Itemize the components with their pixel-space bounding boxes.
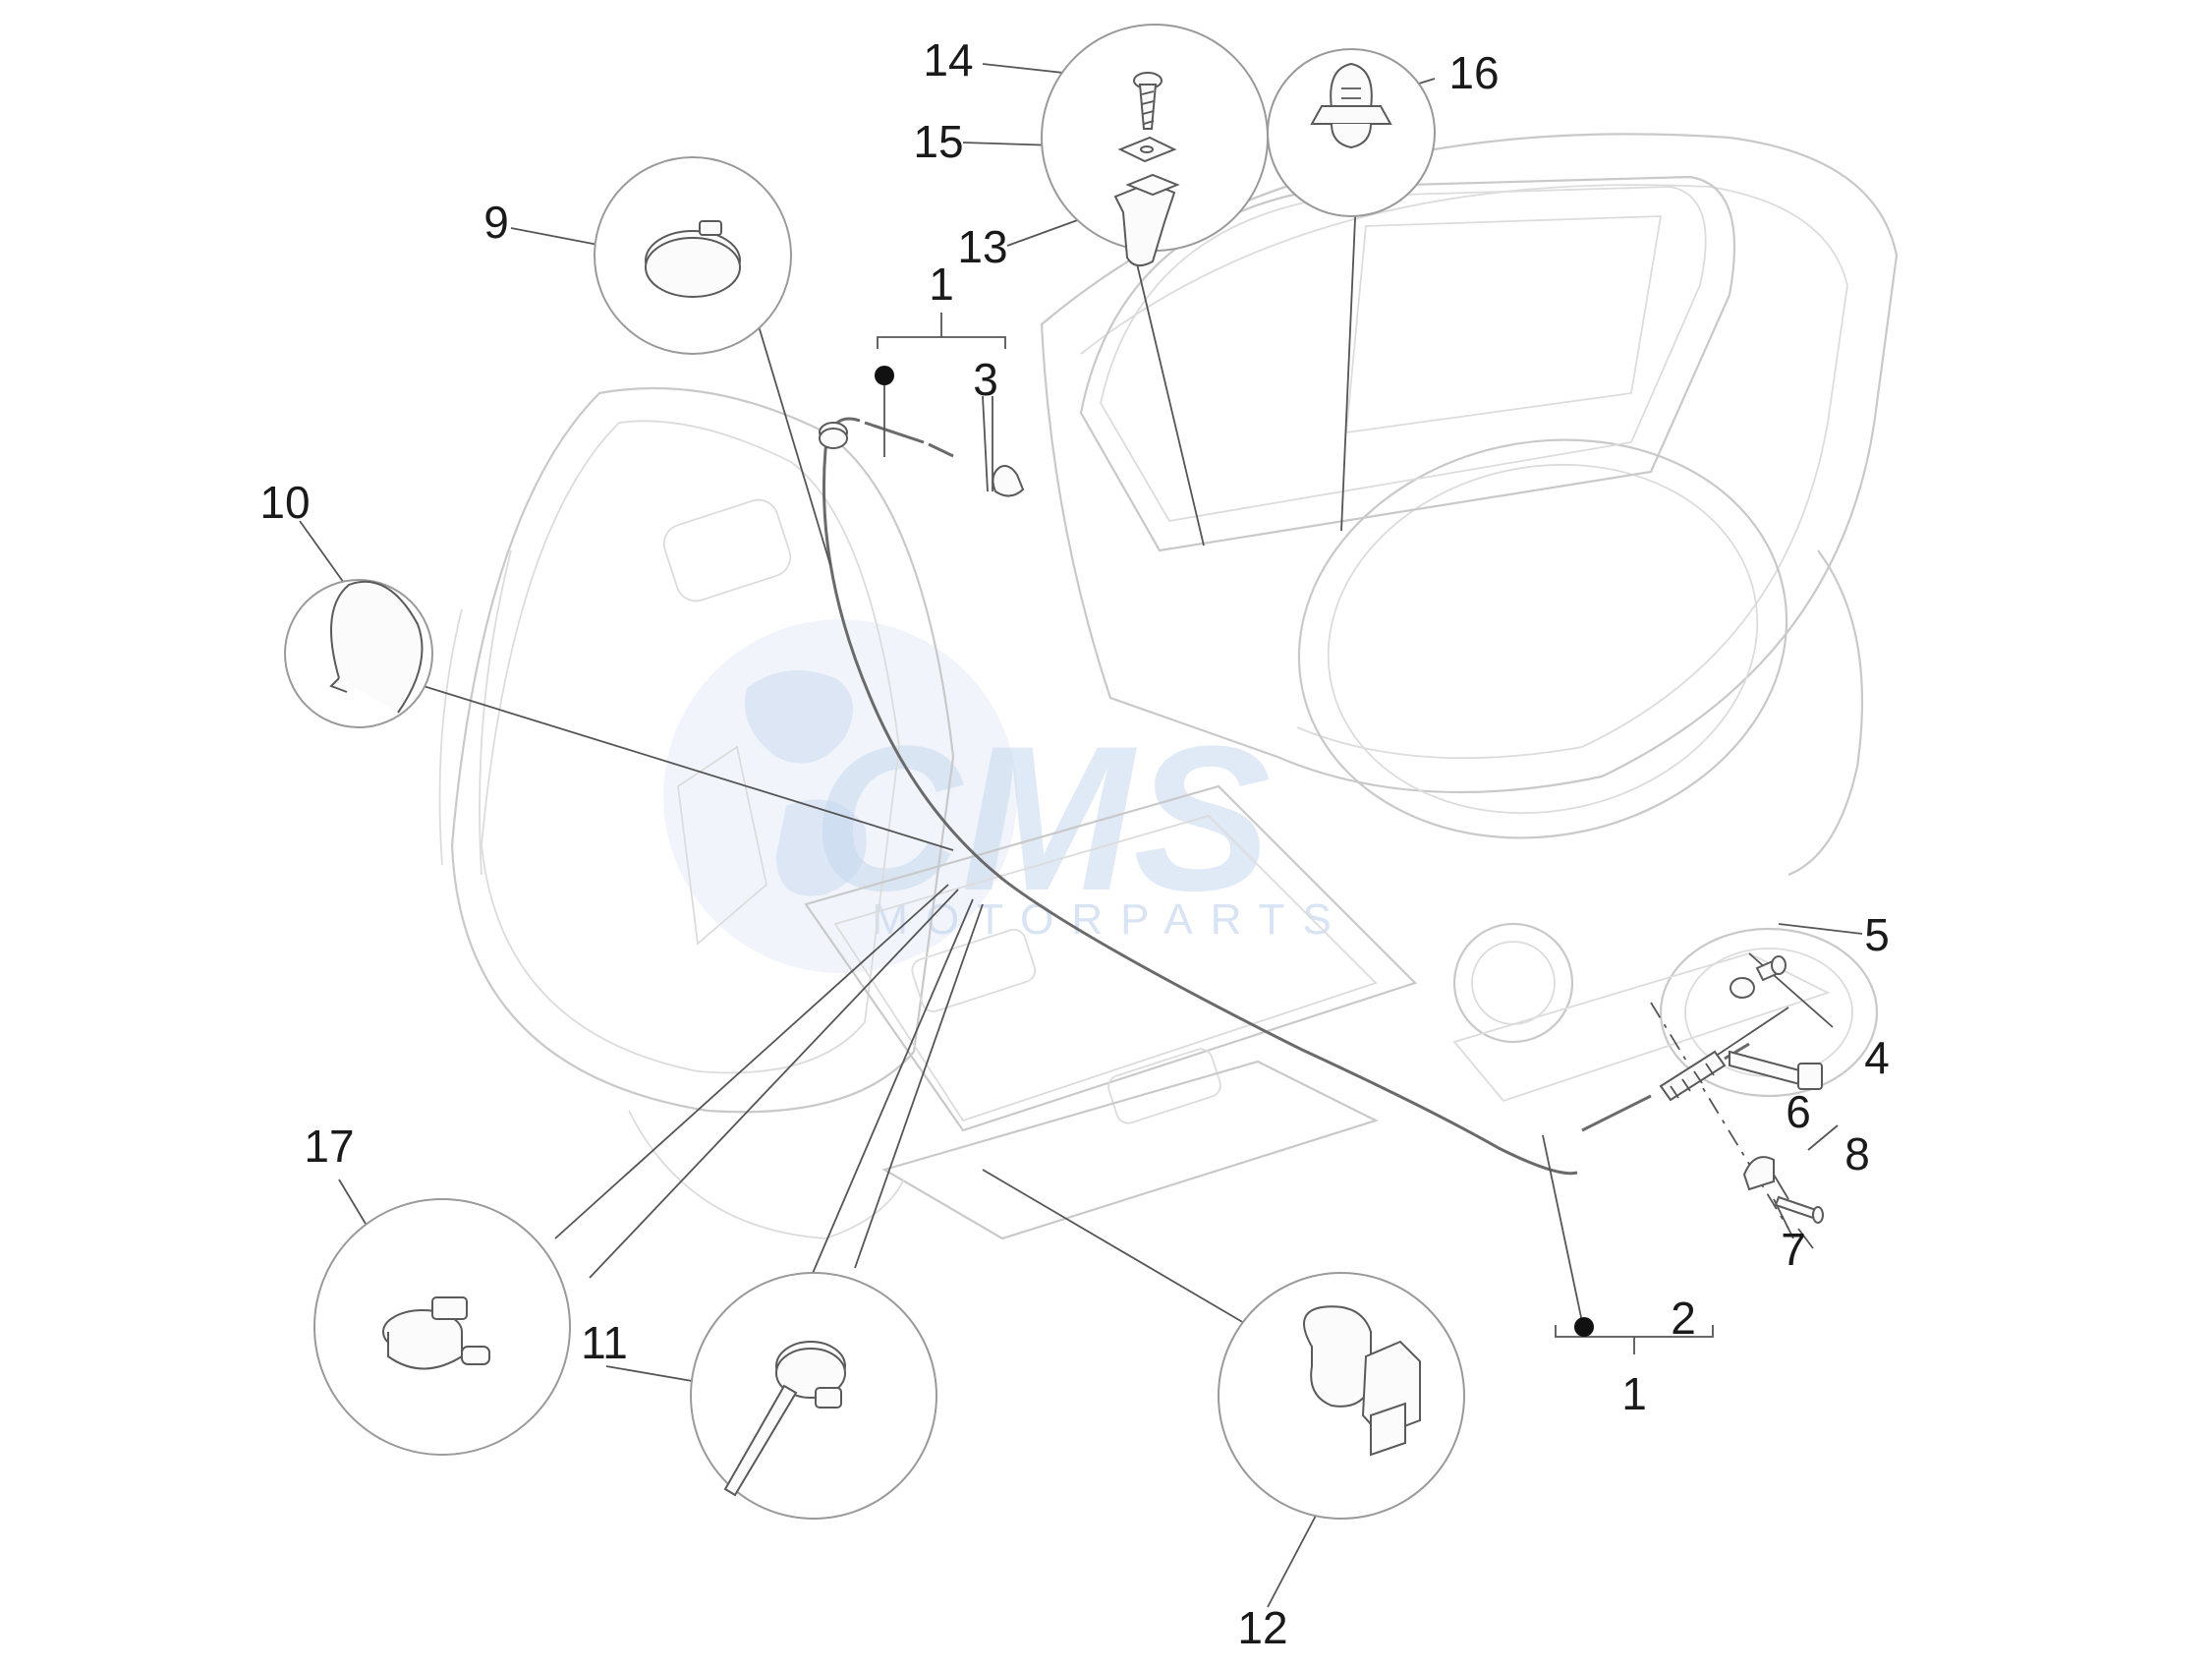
watermark-continents	[745, 670, 867, 896]
label-part-2: 2	[1671, 1293, 1696, 1344]
watermark-brand: CMS	[813, 703, 1272, 934]
label-part-5: 5	[1864, 909, 1890, 960]
label-part-1-bottom: 1	[1621, 1368, 1647, 1419]
label-part-17: 17	[304, 1121, 354, 1172]
label-part-13: 13	[957, 221, 1007, 272]
callout-circle-12	[1218, 1272, 1465, 1520]
label-part-16: 16	[1448, 47, 1499, 98]
loose-parts	[819, 422, 1824, 1224]
part-1-bracket-bottom	[1555, 1317, 1714, 1354]
label-part-7: 7	[1781, 1224, 1806, 1275]
label-part-4: 4	[1864, 1032, 1890, 1083]
watermark: CMS MOTORPARTS	[663, 619, 1349, 973]
label-part-10: 10	[259, 477, 310, 528]
callout-circle-16	[1267, 48, 1436, 217]
label-part-14: 14	[923, 34, 973, 86]
callout-circle-11	[690, 1272, 937, 1520]
callout-circle-9	[594, 156, 792, 355]
label-part-15: 15	[913, 116, 963, 167]
part-1-bracket-top	[875, 313, 1006, 457]
label-part-11: 11	[581, 1317, 628, 1368]
label-part-12: 12	[1237, 1602, 1287, 1653]
label-part-9: 9	[483, 197, 509, 248]
callout-circle-10	[284, 579, 433, 728]
callout-circle-17	[313, 1198, 571, 1456]
label-part-8: 8	[1844, 1128, 1870, 1179]
label-part-1-top: 1	[929, 259, 954, 310]
part-1-bullet-top	[875, 366, 894, 385]
label-part-3: 3	[973, 354, 998, 405]
callout-circle-13-15	[1041, 24, 1269, 267]
label-part-6: 6	[1786, 1086, 1811, 1137]
part-labels: 14 15 13 16 9 1 3 10 5 4 6 8 7 2 1 17 11…	[259, 34, 1889, 1653]
brake-cable	[822, 417, 1578, 1176]
part-1-bullet-bottom	[1574, 1317, 1594, 1337]
watermark-tagline: MOTORPARTS	[872, 895, 1349, 944]
